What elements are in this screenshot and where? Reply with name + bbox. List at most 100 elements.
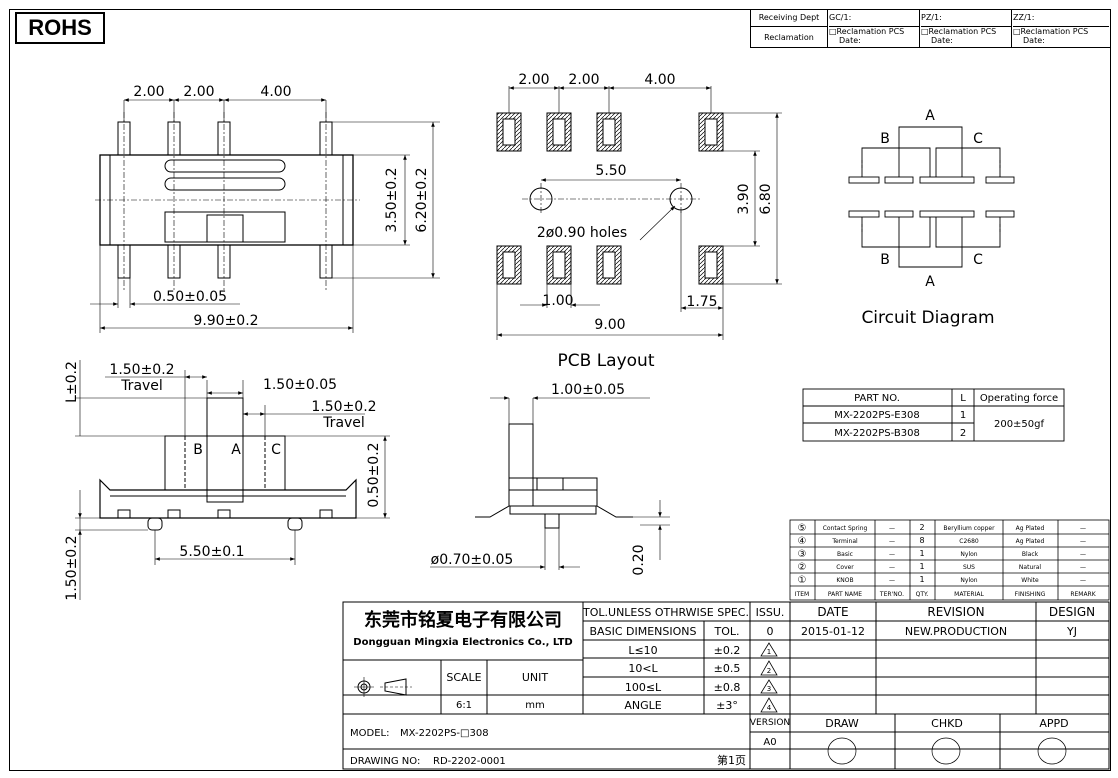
- revision-header: REVISION: [927, 605, 984, 619]
- pcb-dim-3: 4.00: [644, 72, 675, 88]
- front-body-height: 0.50±0.2: [366, 442, 382, 507]
- issu-4: 4: [767, 704, 772, 712]
- bom-1-dash: —: [889, 525, 895, 532]
- bom-2-fin: Ag Plated: [1016, 538, 1045, 545]
- tol-range-2: 10<L: [628, 662, 658, 675]
- receiving-table: Receiving Dept Reclamation GC/1: □Reclam…: [750, 9, 1110, 48]
- gc-code: GC/1:: [829, 9, 920, 27]
- bom-2-rem: —: [1080, 538, 1086, 545]
- tol-val-4: ±3°: [716, 699, 738, 712]
- issu-header: ISSU.: [756, 606, 785, 619]
- rev0-design: YJ: [1066, 625, 1077, 638]
- chkd-label: CHKD: [931, 717, 963, 730]
- bom-4-name: Cover: [836, 564, 854, 571]
- part-force: 200±50gf: [994, 419, 1045, 430]
- bom-3-name: Basic: [837, 551, 853, 558]
- bom-2-mat: C2680: [959, 538, 979, 545]
- draw-label: DRAW: [825, 717, 859, 730]
- part-header-no: PART NO.: [854, 393, 900, 404]
- circuit-label-c-bottom: C: [973, 252, 983, 268]
- version-label: VERSION: [750, 718, 790, 728]
- circuit-diagram: [848, 126, 1015, 268]
- bom-5-dash: —: [889, 577, 895, 584]
- design-header: DESIGN: [1049, 605, 1095, 619]
- bom-5-fin: White: [1021, 577, 1039, 584]
- bom-h-ter: TER'NO.: [879, 591, 904, 598]
- bom-4-dash: —: [889, 564, 895, 571]
- front-travel-right-label: Travel: [322, 415, 365, 431]
- bom-2-no: ④: [798, 536, 807, 547]
- company-en: Dongguan Mingxia Electronics Co., LTD: [353, 637, 572, 648]
- part-row-1-l: 1: [960, 410, 966, 421]
- bom-5-mat: Nylon: [960, 577, 977, 584]
- bom-2-name: Terminal: [831, 538, 858, 545]
- front-travel-right: 1.50±0.2: [311, 399, 376, 415]
- pcb-dim-2: 2.00: [568, 72, 599, 88]
- bom-h-item: ITEM: [795, 591, 809, 598]
- tol-val-1: ±0.2: [714, 644, 741, 657]
- part-table-grid: [802, 388, 1065, 442]
- side-post: ø0.70±0.05: [431, 552, 514, 568]
- pcb-hole-spacing: 5.50: [595, 163, 626, 179]
- bom-4-mat: SUS: [963, 564, 975, 571]
- pcb-outer-height: 6.80: [758, 183, 774, 214]
- reclamation-label: Reclamation: [751, 27, 828, 47]
- circuit-label-c-top: C: [973, 131, 983, 147]
- rev0-revision: NEW.PRODUCTION: [905, 625, 1007, 638]
- rev0-issu: 0: [767, 625, 774, 638]
- tol-label: TOL.: [713, 625, 739, 638]
- receiving-dept-label: Receiving Dept: [751, 9, 828, 27]
- side-knob-width: 1.00±0.05: [551, 382, 625, 398]
- pcb-edge: 1.75: [686, 294, 717, 310]
- bom-3-dash: —: [889, 551, 895, 558]
- bom-5-rem: —: [1080, 577, 1086, 584]
- gc-reclamation: □Reclamation PCS: [829, 27, 905, 36]
- pcb-dim-1: 2.00: [518, 72, 549, 88]
- tol-range-1: L≤10: [628, 644, 657, 657]
- bom-h-mat: MATERIAL: [954, 591, 984, 598]
- front-travel-left: 1.50±0.2: [109, 362, 174, 378]
- pz-code: PZ/1:: [921, 9, 1012, 27]
- model-label: MODEL:: [350, 728, 389, 739]
- gc-date: Date:: [839, 36, 861, 45]
- tol-header: TOL.UNLESS OTHRWISE SPEC.: [582, 606, 749, 619]
- bom-1-qty: 2: [919, 523, 924, 532]
- circuit-label-a-bottom: A: [925, 274, 935, 290]
- tol-range-4: ANGLE: [624, 699, 661, 712]
- bom-5-name: KNOB: [836, 577, 853, 584]
- top-outer-height: 6.20±0.2: [414, 167, 430, 232]
- part-row-2-no: MX-2202PS-B308: [834, 428, 920, 439]
- bom-3-fin: Black: [1022, 551, 1039, 558]
- rohs-badge: ROHS: [15, 12, 105, 44]
- front-pitch: 5.50±0.1: [179, 544, 244, 560]
- title-block-grid: [342, 601, 1110, 770]
- bom-h-fin: FINISHING: [1015, 591, 1046, 598]
- top-pin-width: 0.50±0.05: [153, 289, 227, 305]
- model-value: MX-2202PS-□308: [400, 728, 489, 739]
- front-pin-height: 1.50±0.2: [64, 535, 80, 600]
- bom-4-qty: 1: [919, 562, 924, 571]
- basic-dims: BASIC DIMENSIONS: [590, 625, 697, 638]
- company-cn: 东莞市铭夏电子有限公司: [364, 609, 562, 631]
- front-pos-c: C: [271, 442, 281, 458]
- zz-date: Date:: [1023, 36, 1045, 45]
- issu-2: 2: [767, 667, 771, 675]
- bom-3-no: ③: [798, 549, 807, 560]
- pcb-layout: [496, 86, 782, 340]
- page-number: 第1页: [717, 753, 746, 767]
- bom-4-fin: Natural: [1019, 564, 1041, 571]
- bom-3-rem: —: [1080, 551, 1086, 558]
- bom-2-dash: —: [889, 538, 895, 545]
- bom-5-no: ①: [798, 575, 807, 586]
- bom-3-mat: Nylon: [960, 551, 977, 558]
- zz-code: ZZ/1:: [1013, 9, 1109, 27]
- bom-1-rem: —: [1080, 525, 1086, 532]
- tol-range-3: 100≤L: [625, 681, 662, 694]
- unit-label: UNIT: [522, 671, 549, 684]
- issu-1: 1: [767, 648, 771, 656]
- bom-1-name: Contact Spring: [823, 525, 868, 532]
- part-row-2-l: 2: [960, 428, 966, 439]
- top-length: 9.90±0.2: [193, 313, 258, 329]
- circuit-label-b-top: B: [880, 131, 890, 147]
